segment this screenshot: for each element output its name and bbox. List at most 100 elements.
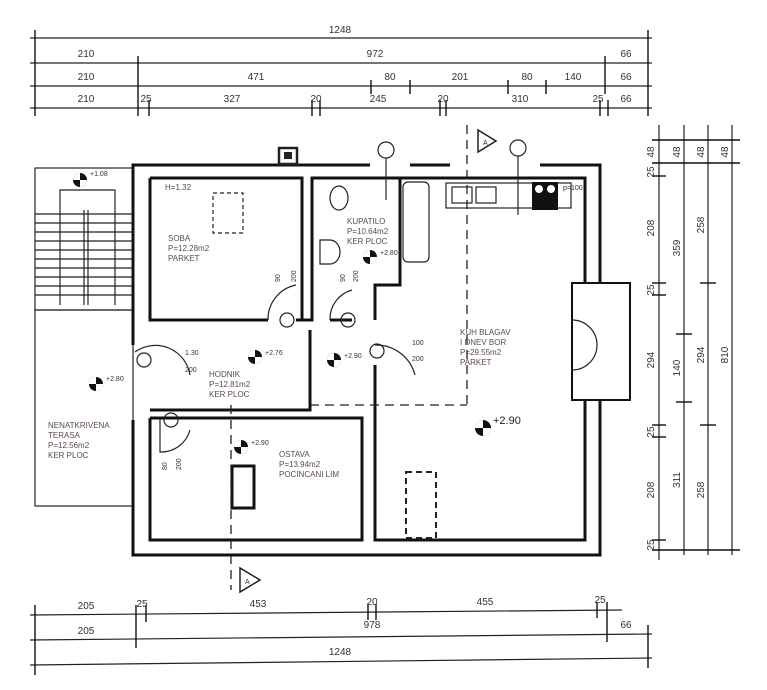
room-name: HODNIK — [209, 370, 241, 379]
dim-label: 66 — [620, 94, 632, 105]
dim-label: 978 — [364, 620, 381, 631]
right-dimensions: 48 25 208 25 294 25 208 25 48 359 140 31… — [646, 125, 740, 560]
svg-text:+2.80: +2.80 — [380, 250, 398, 257]
doors — [134, 139, 598, 453]
dim-label: 66 — [620, 49, 632, 60]
level-marker: +2.80 — [89, 376, 124, 391]
dim-label: 20 — [366, 597, 378, 608]
svg-text:+2.76: +2.76 — [265, 350, 283, 357]
section-line: A A — [230, 125, 498, 594]
room-floor: POCINCANI LIM — [279, 470, 339, 479]
svg-text:+1.08: +1.08 — [90, 171, 108, 178]
dim-label: 25 — [136, 599, 148, 610]
dim-label: 208 — [646, 481, 657, 498]
room-area: P=10.64m2 — [347, 227, 389, 236]
svg-text:+2.90: +2.90 — [251, 440, 269, 447]
room-name: SOBA — [168, 234, 191, 243]
dim-label: 311 — [672, 472, 683, 488]
room-area: P=13.94m2 — [279, 460, 321, 469]
dim-label: 66 — [620, 72, 632, 83]
svg-text:+2.90: +2.90 — [344, 353, 362, 360]
kitchen-note: p=100 — [563, 185, 583, 192]
svg-text:1.30: 1.30 — [185, 350, 199, 357]
svg-text:+2.90: +2.90 — [493, 415, 521, 427]
svg-text:90: 90 — [340, 274, 347, 282]
dim-label: 20 — [437, 94, 449, 105]
level-marker: +2.90 — [475, 415, 521, 436]
room-name: OSTAVA — [279, 450, 310, 459]
dim-label: 20 — [310, 94, 322, 105]
dim-label: 245 — [370, 94, 387, 105]
dim-label: 1248 — [329, 25, 352, 36]
dim-label: 327 — [224, 94, 241, 105]
dim-label: 453 — [250, 599, 267, 610]
dim-label: 471 — [248, 72, 265, 83]
walls — [131, 146, 631, 557]
dim-label: 205 — [78, 601, 95, 612]
dim-label: 201 — [452, 72, 469, 83]
dim-label: 25 — [592, 94, 604, 105]
svg-text:200: 200 — [185, 367, 197, 374]
room-floor: KER PLOC — [347, 237, 388, 246]
dim-label: 140 — [672, 359, 683, 376]
room-height: H=1.32 — [165, 183, 192, 192]
room-floor: PARKET — [460, 358, 492, 367]
room-area: P=12.56m2 — [48, 441, 90, 450]
room-area: P=12.28m2 — [168, 244, 210, 253]
dim-label: 310 — [512, 94, 529, 105]
dim-label: 455 — [477, 597, 494, 608]
room-name: KUH BLAGAV — [460, 328, 511, 337]
dim-label: 205 — [78, 626, 95, 637]
level-markers: +1.08 +2.80 +2.76 +2.90 +2.80 +2.90 +2.9… — [73, 171, 521, 454]
dim-label: 294 — [696, 346, 707, 363]
dim-label: 48 — [646, 146, 657, 158]
dim-label: 294 — [646, 351, 657, 368]
room-labels: H=1.32 SOBA P=12.28m2 PARKET KUPATILO P=… — [48, 183, 511, 479]
svg-text:200: 200 — [176, 458, 183, 470]
dim-label: 25 — [140, 94, 152, 105]
dim-label: 210 — [78, 72, 95, 83]
svg-text:90: 90 — [275, 274, 282, 282]
room-area: P=29.55m2 — [460, 348, 502, 357]
dim-label: 48 — [672, 146, 683, 158]
dim-label: 25 — [646, 284, 657, 296]
dim-label: 66 — [620, 620, 632, 631]
dim-label: 208 — [646, 219, 657, 236]
dim-label: 25 — [594, 595, 606, 606]
svg-text:80: 80 — [162, 462, 169, 470]
room-name: NENATKRIVENA — [48, 421, 110, 430]
svg-text:200: 200 — [353, 270, 360, 282]
room-floor: KER PLOC — [48, 451, 89, 460]
fixtures: p=100 — [212, 181, 583, 539]
bottom-dimensions: 205 25 453 20 455 25 205 978 66 1248 — [29, 595, 653, 675]
dim-label: 210 — [78, 94, 95, 105]
level-marker: +2.90 — [327, 353, 362, 367]
level-marker: +2.76 — [248, 350, 283, 364]
svg-text:100: 100 — [412, 340, 424, 347]
dim-label: 810 — [720, 346, 731, 363]
svg-text:+2.80: +2.80 — [106, 376, 124, 383]
dim-label: 140 — [565, 72, 582, 83]
level-marker: +1.08 — [73, 171, 108, 187]
dim-label: 80 — [384, 72, 396, 83]
dim-label: 972 — [367, 49, 384, 60]
dim-label: 48 — [696, 146, 707, 158]
dim-label: 210 — [78, 49, 95, 60]
dim-label: 80 — [521, 72, 533, 83]
top-dimensions: 1248 210 972 66 210 471 80 201 80 140 66… — [30, 25, 652, 116]
dim-label: 48 — [720, 146, 731, 158]
stairs — [34, 167, 134, 311]
section-mark-top: A — [483, 140, 488, 147]
dim-label: 258 — [696, 481, 707, 498]
dim-label: 1248 — [329, 647, 352, 658]
dim-label: 258 — [696, 216, 707, 233]
level-marker: +2.80 — [363, 250, 398, 264]
room-floor: PARKET — [168, 254, 200, 263]
room-name: KUPATILO — [347, 217, 385, 226]
room-floor: KER PLOC — [209, 390, 250, 399]
room-name-2: TERASA — [48, 431, 81, 440]
svg-text:200: 200 — [412, 356, 424, 363]
level-marker: +2.90 — [234, 440, 269, 454]
dim-label: 25 — [646, 539, 657, 551]
